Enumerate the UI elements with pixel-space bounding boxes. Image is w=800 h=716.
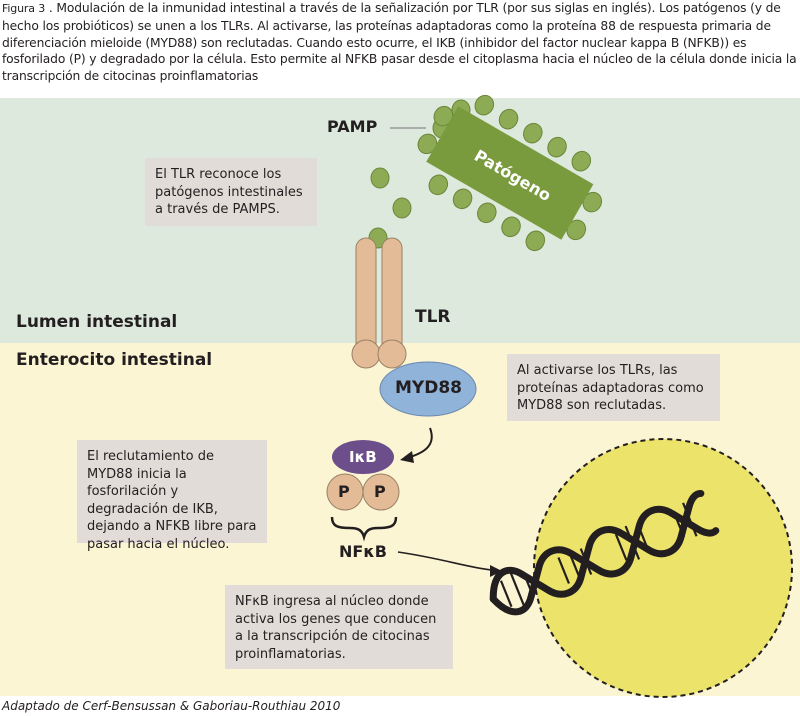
- note-nfkb-nucleus: NFκB ingresa al núcleo donde activa los …: [225, 585, 453, 669]
- myd88-to-ikb-arrow: [409, 427, 433, 458]
- figure-caption: Figura 3 . Modulación de la inmunidad in…: [2, 0, 798, 85]
- arrowhead-icon: [490, 565, 502, 577]
- dna-helix-icon: [489, 490, 720, 616]
- enterocyte-label: Enterocito intestinal: [16, 350, 213, 370]
- nucleus: [533, 438, 793, 698]
- lumen-label: Lumen intestinal: [16, 312, 178, 332]
- note-tlr-activation: Al activarse los TLRs, las proteínas ada…: [507, 354, 720, 421]
- figure-label: Figura 3: [2, 2, 46, 15]
- myd88-protein: [379, 361, 477, 417]
- arrowhead-icon: [400, 451, 414, 463]
- tlr-label: TLR: [415, 307, 451, 327]
- note-tlr-recognizes: El TLR reconoce los patógenos intestinal…: [145, 158, 317, 226]
- tlr-receptor: [351, 237, 407, 369]
- phosphate-right-label: P: [374, 482, 386, 501]
- nfkb-to-nucleus-arrow: [397, 551, 493, 571]
- pamp-label: PAMP: [327, 117, 378, 136]
- pathogen: [417, 94, 603, 252]
- ikb-label: IκB: [349, 448, 377, 466]
- myd88-label: MYD88: [395, 378, 462, 398]
- phosphate-left-label: P: [338, 482, 350, 501]
- ikb-protein: [332, 440, 394, 474]
- brace-icon: [330, 516, 398, 542]
- caption-text: . Modulación de la inmunidad intestinal …: [2, 1, 797, 84]
- note-myd88-recruitment: El reclutamiento de MYD88 inicia la fosf…: [77, 440, 267, 552]
- nfkb-label: NFκB: [339, 542, 387, 561]
- phosphate-right: [362, 473, 400, 511]
- source-credit: Adaptado de Cerf-Bensussan & Gaboriau-Ro…: [2, 699, 341, 713]
